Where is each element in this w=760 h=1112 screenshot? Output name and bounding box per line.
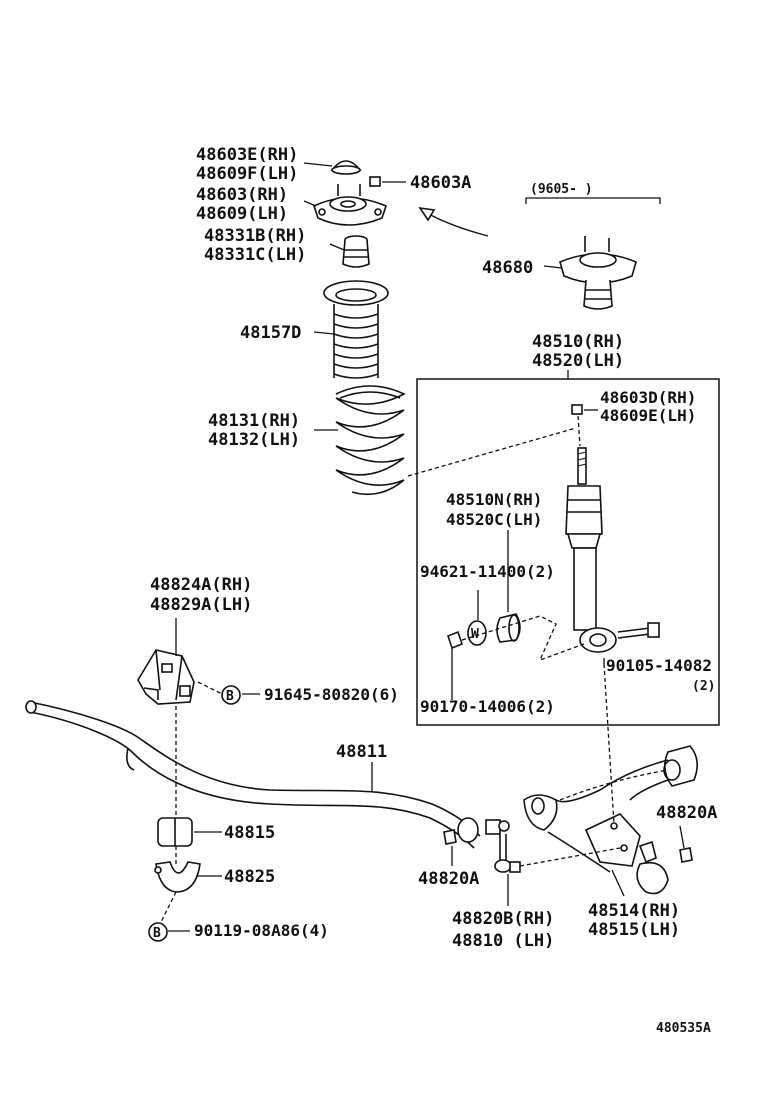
label-coil-spring-lh: 48132(LH) — [208, 430, 300, 450]
absorber-nut-part — [571, 404, 583, 415]
label-clamp-bolt: 90119-08A86(4) — [194, 921, 329, 940]
label-lower-bolt: 90105-14082 — [606, 656, 712, 675]
label-absorber-assy-rh: 48510(RH) — [532, 332, 624, 352]
link-nut-part — [443, 829, 457, 845]
label-date-range: (9605- ) — [530, 182, 593, 197]
lower-arm-part — [523, 745, 698, 895]
alt-support-part — [559, 236, 637, 310]
label-coil-spring-rh: 48131(RH) — [208, 411, 300, 431]
label-alt-support: 48680 — [482, 258, 533, 278]
label-bound-stopper-lh: 48331C(LH) — [204, 245, 306, 265]
stabilizer-clamp-part — [154, 861, 201, 893]
dashed-lines — [159, 415, 669, 925]
label-stabilizer-link-lh: 48810 (LH) — [452, 931, 554, 951]
label-bracket-bolt: 91645-80820(6) — [264, 685, 399, 704]
b-marker-bracket: B — [221, 685, 241, 705]
label-stabilizer-bar: 48811 — [336, 742, 387, 762]
stabilizer-bushing-part — [157, 817, 193, 847]
label-absorber-assy-lh: 48520(LH) — [532, 351, 624, 371]
w-marker-washer: W — [471, 627, 479, 642]
curved-arrow — [418, 206, 489, 237]
label-absorber-nut-lh: 48609E(LH) — [600, 406, 696, 425]
label-dust-boot: 48157D — [240, 323, 301, 343]
coil-spring-part — [335, 385, 406, 496]
absorber-group-box — [416, 370, 720, 726]
label-bracket-rh: 48824A(RH) — [150, 575, 252, 595]
label-upper-support-seat-lh: 48609F(LH) — [196, 164, 298, 184]
label-bracket-lh: 48829A(LH) — [150, 595, 252, 615]
b-marker-clamp: B — [148, 922, 168, 942]
figure-code: 480535A — [656, 1021, 711, 1036]
label-lower-bolt-qty: (2) — [692, 679, 715, 694]
dust-boot-part — [323, 280, 389, 379]
svg-text:B: B — [226, 689, 234, 704]
label-stabilizer-link-rh: 48820B(RH) — [452, 909, 554, 929]
shock-absorber-part — [565, 447, 617, 653]
label-bound-stopper-rh: 48331B(RH) — [204, 226, 306, 246]
label-lower-arm-rh: 48514(RH) — [588, 901, 680, 921]
bound-stopper-part — [342, 235, 370, 268]
nut-part — [447, 630, 463, 650]
stabilizer-bar-part — [25, 700, 481, 849]
label-stabilizer-clamp: 48825 — [224, 867, 275, 887]
label-link-nut: 48820A — [418, 869, 479, 889]
label-absorber-nut-rh: 48603D(RH) — [600, 388, 696, 407]
upper-nut-part — [369, 176, 381, 187]
label-lower-arm-lh: 48515(LH) — [588, 920, 680, 940]
label-upper-support-rh: 48603(RH) — [196, 185, 288, 205]
label-upper-support-lh: 48609(LH) — [196, 204, 288, 224]
leader-lines — [168, 162, 685, 932]
label-absorber-sub-rh: 48510N(RH) — [446, 490, 542, 509]
lower-bolt-part — [617, 622, 660, 639]
upper-support-part — [313, 184, 387, 226]
label-absorber-sub-lh: 48520C(LH) — [446, 510, 542, 529]
svg-text:B: B — [153, 926, 161, 941]
date-range-bracket — [525, 197, 661, 204]
arm-nut-part — [679, 847, 693, 863]
label-stabilizer-bushing: 48815 — [224, 823, 275, 843]
bracket-part — [137, 649, 195, 705]
label-arm-nut: 48820A — [656, 803, 717, 823]
upper-support-seat-part — [330, 160, 362, 175]
svg-text:W: W — [471, 627, 479, 642]
cushion-part — [496, 613, 521, 643]
label-upper-support-seat-rh: 48603E(RH) — [196, 145, 298, 165]
label-cushion: 94621-11400(2) — [420, 562, 555, 581]
label-lower-nut: 90170-14006(2) — [420, 697, 555, 716]
label-upper-nut: 48603A — [410, 173, 471, 193]
stabilizer-link-part — [457, 817, 521, 873]
